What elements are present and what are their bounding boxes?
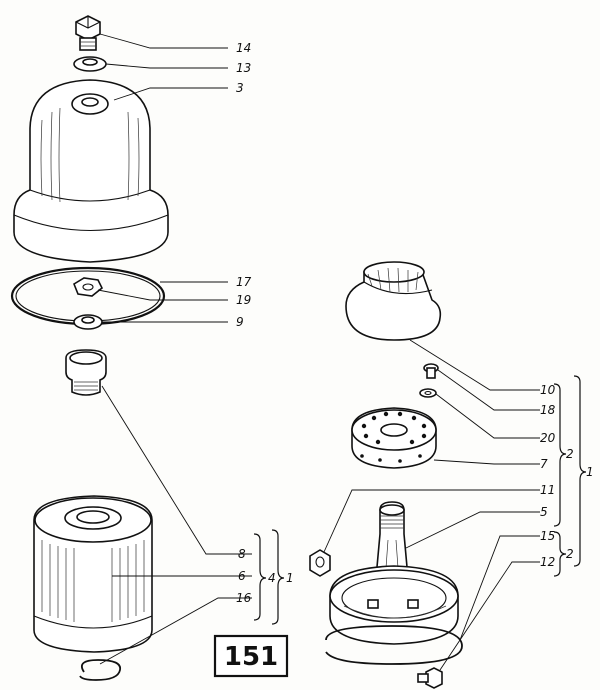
bracket-group-4 bbox=[253, 533, 267, 621]
label-16: 16 bbox=[236, 591, 252, 605]
leader-10 bbox=[409, 339, 540, 391]
nut-19 bbox=[73, 277, 104, 297]
screw-18 bbox=[423, 363, 439, 379]
leader-11 bbox=[323, 489, 540, 553]
leader-7 bbox=[433, 459, 540, 465]
plug-11 bbox=[309, 549, 331, 577]
leader-5 bbox=[405, 511, 540, 549]
label-10: 10 bbox=[540, 383, 556, 397]
label-9: 9 bbox=[236, 315, 244, 329]
label-8: 8 bbox=[238, 547, 246, 561]
plug-12 bbox=[417, 667, 443, 689]
gasket-15 bbox=[325, 625, 463, 665]
group-label-1-right: 1 bbox=[586, 465, 594, 479]
leader-15 bbox=[459, 535, 540, 641]
leader-8 bbox=[101, 385, 252, 555]
label-15: 15 bbox=[540, 529, 555, 543]
snap-ring-16 bbox=[79, 659, 121, 681]
label-19: 19 bbox=[236, 293, 251, 307]
leader-12 bbox=[439, 561, 540, 671]
label-13: 13 bbox=[236, 61, 251, 75]
washer-13 bbox=[73, 56, 107, 72]
label-7: 7 bbox=[540, 457, 548, 471]
cover-3 bbox=[13, 79, 169, 263]
washer-9 bbox=[73, 314, 103, 330]
bracket-group-1-left bbox=[271, 529, 285, 625]
leader-13 bbox=[105, 63, 228, 69]
rotor-cap-10 bbox=[345, 261, 442, 341]
leader-16 bbox=[99, 597, 252, 665]
figure-number-box bbox=[213, 634, 289, 678]
bracket-group-1-right bbox=[573, 375, 587, 567]
label-14: 14 bbox=[236, 41, 251, 55]
lock-washer-20 bbox=[419, 388, 437, 398]
label-12: 12 bbox=[540, 555, 555, 569]
label-17: 17 bbox=[236, 275, 252, 289]
leader-18 bbox=[437, 369, 540, 411]
label-5: 5 bbox=[540, 505, 548, 519]
label-6: 6 bbox=[238, 569, 246, 583]
leader-20 bbox=[435, 393, 540, 439]
leader-14 bbox=[99, 33, 228, 49]
rotor-base bbox=[329, 565, 459, 645]
bracket-group-2-upper bbox=[553, 383, 567, 527]
label-3: 3 bbox=[236, 81, 244, 95]
group-label-2-lower: 2 bbox=[566, 547, 574, 561]
group-label-4: 4 bbox=[268, 571, 276, 585]
group-label-2-upper: 2 bbox=[566, 447, 574, 461]
filter-element-6 bbox=[33, 495, 153, 653]
bushing-8 bbox=[65, 349, 107, 396]
figure-number: 151 bbox=[224, 642, 278, 672]
label-11: 11 bbox=[540, 483, 555, 497]
bolt-14 bbox=[75, 15, 101, 51]
label-20: 20 bbox=[540, 431, 556, 445]
bracket-group-2-lower bbox=[553, 531, 567, 577]
label-18: 18 bbox=[540, 403, 556, 417]
nozzle-plate-7 bbox=[351, 407, 437, 469]
leader-3 bbox=[113, 87, 228, 101]
group-label-1-left: 1 bbox=[286, 571, 294, 585]
leader-19 bbox=[97, 289, 228, 301]
